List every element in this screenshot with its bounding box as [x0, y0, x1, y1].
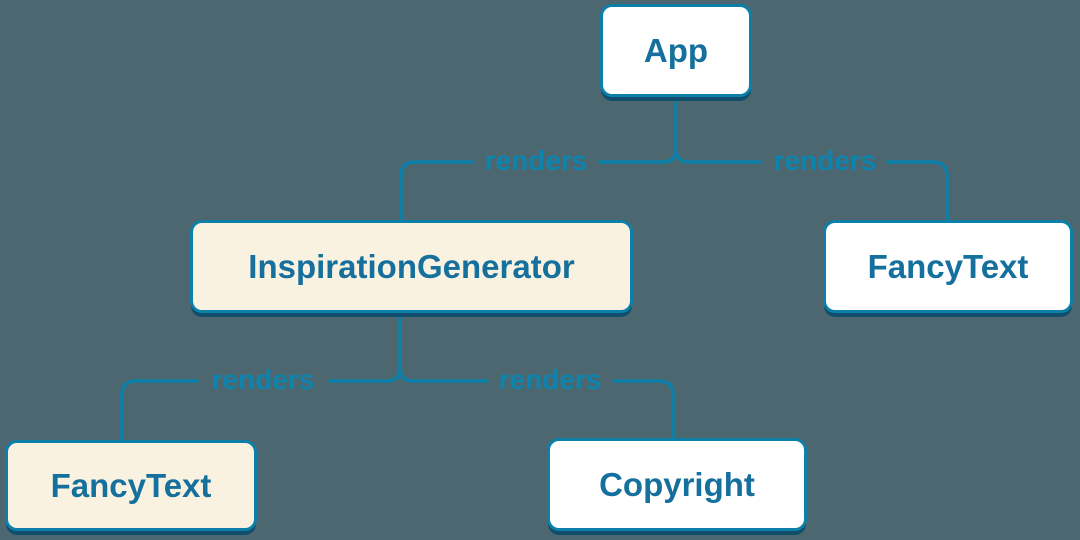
edge-app-inspirationgenerator-end [399, 160, 474, 221]
edge-label-app-inspirationgenerator: renders [484, 145, 588, 176]
node-copyright: Copyright [547, 438, 807, 531]
edge-inspirationgenerator-copyright-start [398, 366, 489, 383]
node-app: App [600, 4, 752, 97]
edge-app-inspirationgenerator-start [598, 95, 678, 164]
edge-inspirationgenerator-fancytext-start [328, 312, 402, 383]
node-fancy-text-left: FancyText [5, 440, 257, 531]
edge-inspirationgenerator-copyright-end [612, 379, 675, 439]
edge-app-fancytext-end [886, 160, 949, 221]
edge-label-inspirationgenerator-copyright: renders [498, 364, 602, 395]
edge-inspirationgenerator-fancytext-end [120, 379, 199, 441]
edge-label-inspirationgenerator-fancytext: renders [211, 364, 315, 395]
edge-app-fancytext-start [674, 147, 762, 164]
edge-label-app-fancytext: renders [773, 145, 877, 176]
node-inspiration-generator: InspirationGenerator [190, 220, 633, 313]
node-fancy-text-right: FancyText [823, 220, 1073, 313]
